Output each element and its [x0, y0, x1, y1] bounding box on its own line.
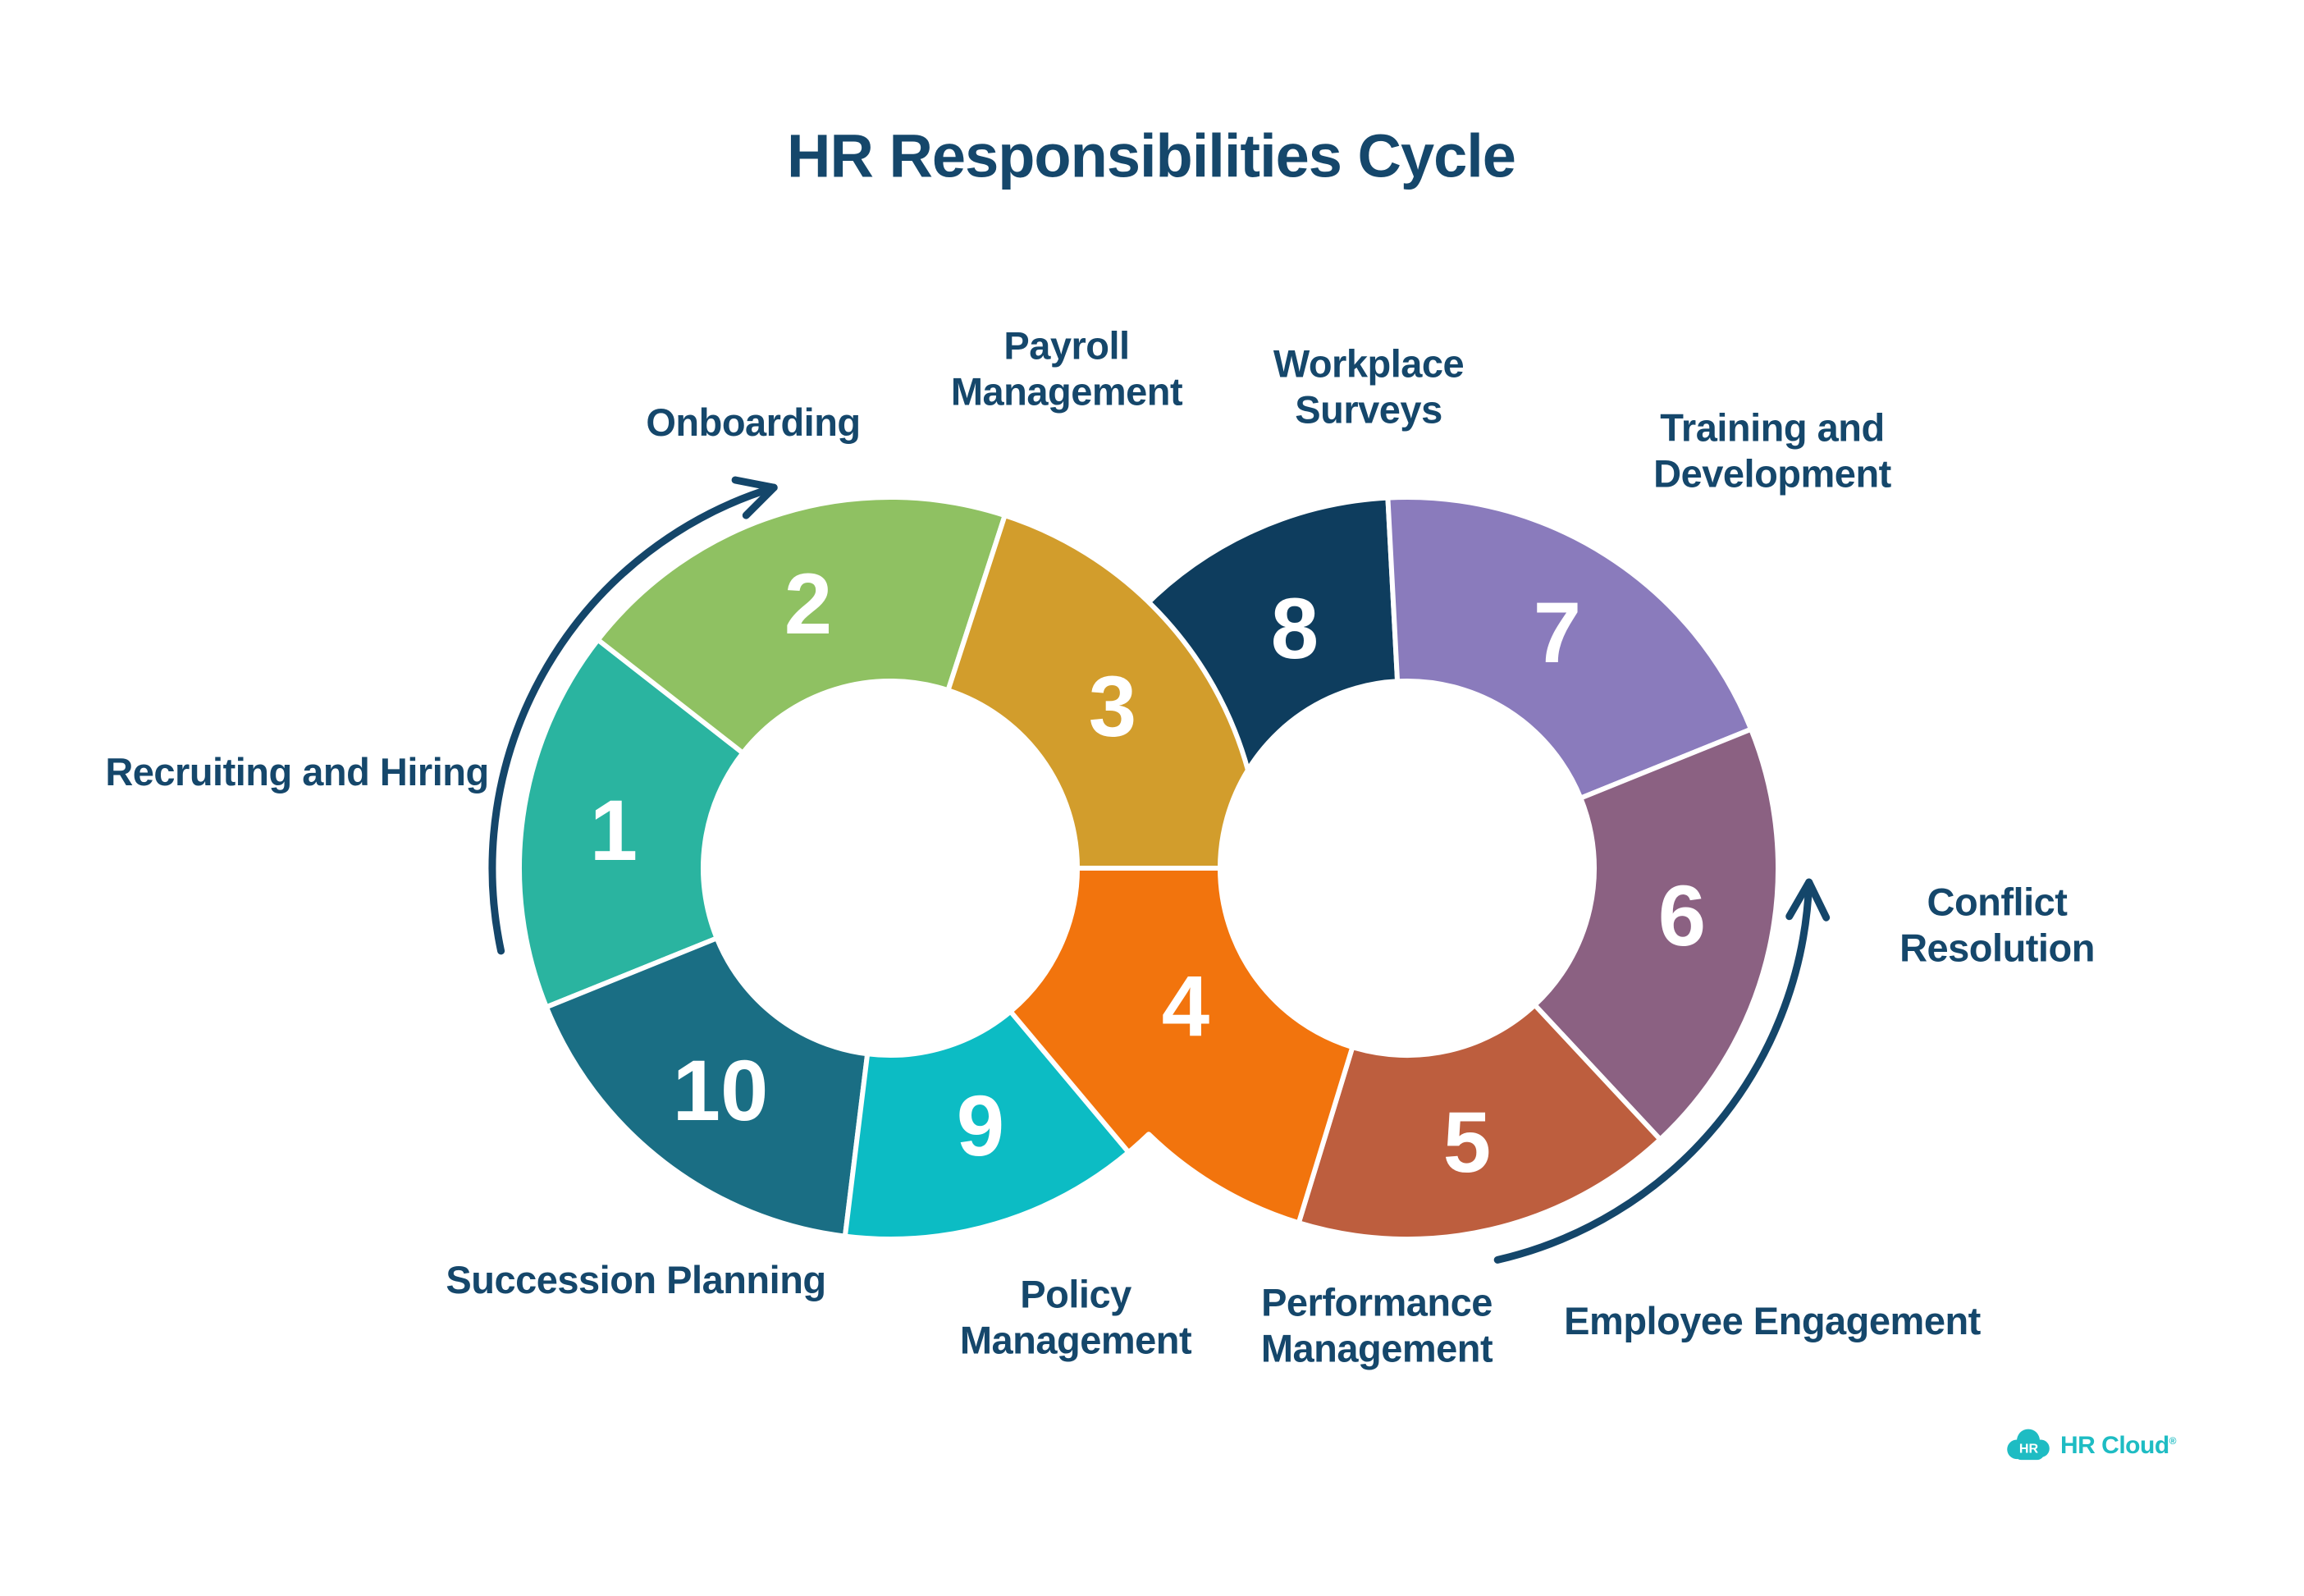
flow-arrow-right	[1493, 878, 1831, 1264]
label-policy-management: Policy Management	[959, 1272, 1192, 1362]
hr-cloud-logo: HR HR Cloud®	[2005, 1428, 2177, 1464]
flow-arrow-left	[488, 476, 778, 955]
segment-number-7: 7	[1534, 585, 1581, 681]
label-training-and-development: Training and Development	[1653, 405, 1891, 496]
segment-number-6: 6	[1658, 868, 1706, 964]
logo-wordmark: HR Cloud®	[2060, 1432, 2177, 1459]
segment-2-onboarding	[595, 494, 1008, 756]
segment-number-3: 3	[1089, 659, 1136, 755]
segment-1-recruiting-hiring	[516, 637, 746, 1010]
registered-mark: ®	[2169, 1435, 2177, 1447]
label-conflict-resolution: Conflict Resolution	[1899, 880, 2095, 970]
label-payroll-management: Payroll Management	[950, 323, 1183, 414]
logo-badge-text: HR	[2019, 1442, 2039, 1457]
segment-number-2: 2	[784, 556, 832, 652]
segment-6-conflict-resolution	[1532, 726, 1781, 1142]
segment-number-5: 5	[1443, 1095, 1491, 1191]
segment-5-employee-engagement	[1296, 1002, 1663, 1242]
segment-4-performance-management	[1008, 866, 1355, 1226]
segment-number-10: 10	[673, 1043, 769, 1139]
segment-10-succession-planning	[543, 935, 871, 1239]
label-succession-planning: Succession Planning	[446, 1257, 826, 1301]
segment-3-payroll-management	[945, 513, 1250, 871]
segment-number-1: 1	[590, 783, 638, 879]
arrowhead-right-icon	[1785, 878, 1831, 921]
left-ring-hole	[701, 679, 1080, 1058]
segment-number-4: 4	[1162, 958, 1209, 1054]
label-performance-management: Performance Management	[1260, 1280, 1493, 1370]
segment-number-9: 9	[957, 1078, 1004, 1174]
segment-number-8: 8	[1271, 581, 1319, 677]
label-onboarding: Onboarding	[646, 400, 861, 444]
segment-7-training-development	[1385, 495, 1754, 801]
page-title: HR Responsibilities Cycle	[787, 121, 1516, 190]
label-employee-engagement: Employee Engagement	[1564, 1298, 1981, 1342]
label-workplace-surveys: Workplace Surveys	[1273, 341, 1465, 432]
label-recruiting-and-hiring: Recruiting and Hiring	[105, 749, 489, 793]
hr-cloud-icon: HR	[2007, 1429, 2050, 1461]
arrowhead-left-icon	[731, 476, 778, 519]
